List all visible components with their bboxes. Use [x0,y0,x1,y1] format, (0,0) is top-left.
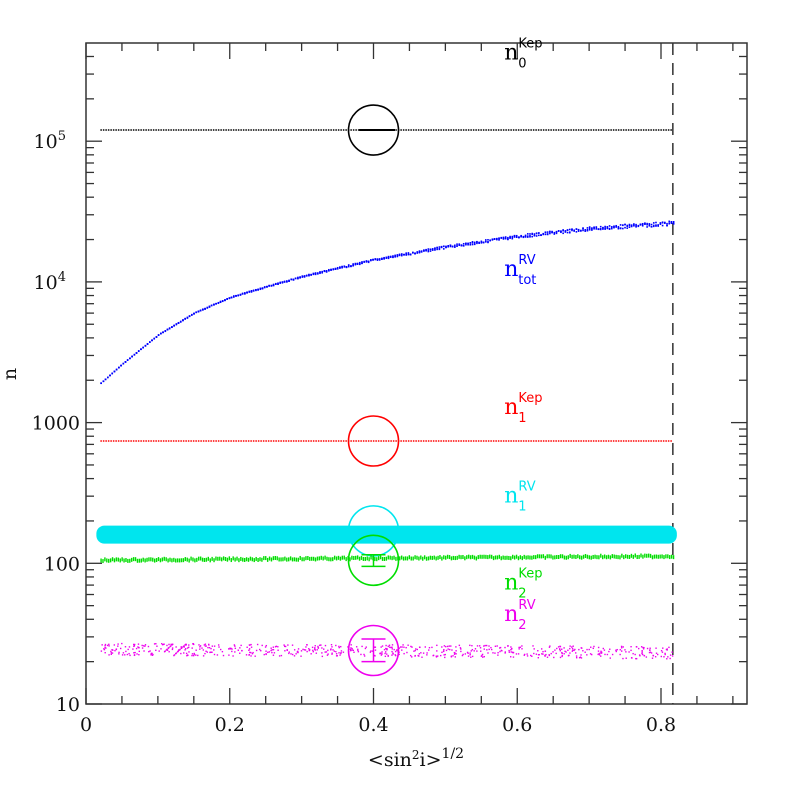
series-n2_Kep [100,534,675,587]
plot-frame [85,42,748,705]
series-ntot_RV [100,220,675,385]
marker-circle [347,104,400,156]
plot-data [96,43,677,704]
series-n1_Kep [100,415,673,467]
y-tick-label: 105 [34,129,66,153]
x-tick-label: 0.6 [502,714,532,736]
marker-circle [347,624,400,677]
marker-circle [347,534,400,587]
y-tick-label: 10 [56,694,80,716]
series-n2_RV [100,624,674,677]
label-sub-n2_RV: 2 [518,618,526,633]
y-tick-label: 104 [34,270,66,294]
x-tick-label: 0.8 [646,714,676,736]
label-sub-ntot_RV: tot [518,273,536,288]
x-tick-label: 0 [80,714,92,736]
y-tick-label: 1000 [32,413,80,435]
label-sub-n2_Kep: 2 [518,587,526,602]
x-tick-label: 0.4 [358,714,388,736]
y-axis-label: n [0,368,21,380]
rv1-band [96,525,677,544]
label-sub-n1_Kep: 1 [518,411,526,426]
marker-circle [347,415,400,467]
series-n1_RV [96,505,677,557]
label-sub-n0_Kep: 0 [518,57,526,72]
label-sub-n1_RV: 1 [518,500,526,515]
x-axis-label: <sin2i>1/2 [368,746,464,771]
series-n0_Kep [100,104,673,156]
x-tick-label: 0.2 [215,714,245,736]
y-tick-label: 100 [44,553,80,575]
